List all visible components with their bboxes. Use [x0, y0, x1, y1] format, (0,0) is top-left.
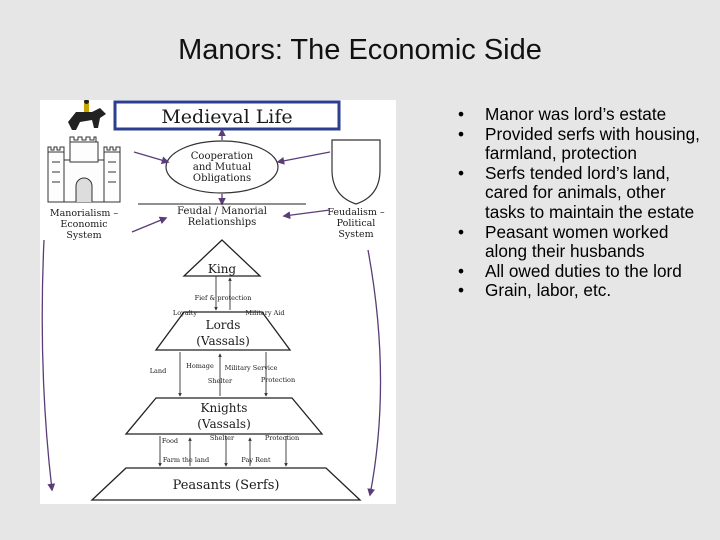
duty-label: Pay Rent [241, 456, 271, 464]
lords-label: Lords [206, 318, 241, 332]
lords-tier [154, 311, 292, 351]
duty-label: Homage [186, 362, 214, 370]
knight-on-horse-icon [68, 100, 106, 130]
cooperation-text-line: Cooperation [191, 151, 254, 162]
duty-label: Military Aid [245, 309, 284, 317]
banner-title: Medieval Life [161, 106, 292, 128]
duty-label: Military Service [225, 364, 278, 372]
duty-label: Protection [261, 376, 295, 384]
relationship-arrows [41, 128, 382, 497]
cooperation-text-line: Obligations [193, 173, 251, 184]
bullet-item: Peasant women worked along their husband… [455, 222, 710, 262]
manorialism-caption-line: Manorialism – [50, 208, 118, 219]
duty-label: Farm the land [163, 456, 209, 464]
medieval-life-diagram: Medieval Life Manorialism – Economic Sys… [40, 100, 396, 504]
peasants-label: Peasants (Serfs) [173, 478, 280, 493]
slide-title: Manors: The Economic Side [178, 34, 542, 66]
duty-label: Loyalty [173, 309, 197, 317]
relationships-text-line: Feudal / Manorial [177, 206, 267, 217]
duty-label: Food [162, 437, 178, 445]
feudalism-caption-line: Feudalism – [327, 207, 385, 218]
duty-label: Shelter [210, 434, 235, 442]
bullet-item: Serfs tended lord’s land, cared for anim… [455, 163, 710, 223]
manorialism-caption-line: System [66, 230, 101, 241]
bullet-item: Grain, labor, etc. [455, 281, 710, 301]
duty-label: Fief & protection [195, 294, 252, 302]
bullet-item: Provided serfs with housing, farmland, p… [455, 124, 710, 164]
duty-arrows [158, 276, 288, 467]
shield-icon [331, 139, 381, 205]
bullet-item: Manor was lord’s estate [455, 104, 710, 125]
knights-label: Knights [201, 401, 248, 415]
bullet-list: Manor was lord’s estate Provided serfs w… [455, 104, 710, 301]
cooperation-ellipse [165, 140, 279, 194]
knights-tier [124, 397, 324, 435]
duty-label: Protection [265, 434, 299, 442]
feudalism-caption-line: System [338, 229, 373, 240]
lords-label: (Vassals) [196, 334, 250, 348]
castle-icon [47, 136, 121, 203]
relationships-text-line: Relationships [188, 217, 257, 228]
duty-label: Shelter [208, 377, 233, 385]
feudalism-caption-line: Political [337, 218, 376, 229]
manorialism-caption-line: Economic [60, 219, 107, 230]
knights-label: (Vassals) [197, 417, 251, 431]
king-label: King [208, 262, 237, 276]
cooperation-text-line: and Mutual [193, 162, 251, 173]
banner-box [113, 100, 341, 131]
duty-label: Land [150, 367, 167, 375]
king-tier [182, 239, 262, 277]
bullet-item: All owed duties to the lord [455, 261, 710, 282]
peasants-tier [90, 467, 362, 501]
